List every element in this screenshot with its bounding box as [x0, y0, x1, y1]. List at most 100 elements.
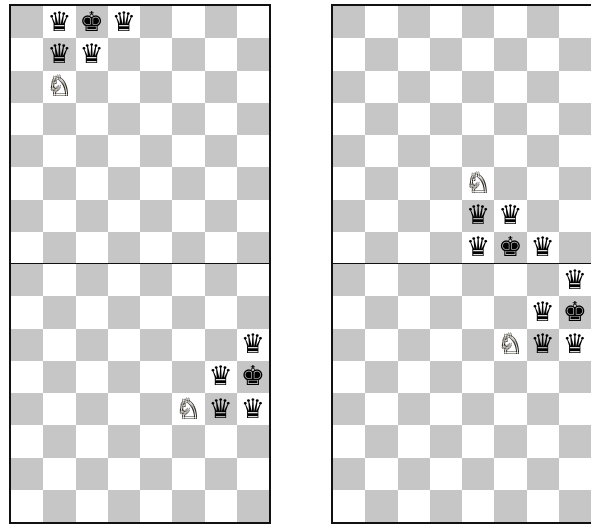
- board-square[interactable]: [11, 200, 43, 232]
- black-queen-icon[interactable]: ♛: [531, 299, 555, 326]
- board-square[interactable]: [462, 490, 494, 522]
- board-square[interactable]: [333, 232, 365, 264]
- board-square[interactable]: ♛: [237, 393, 269, 425]
- board-square[interactable]: [140, 296, 172, 328]
- board-square[interactable]: [365, 6, 397, 38]
- board-square[interactable]: [365, 329, 397, 361]
- board-square[interactable]: [43, 103, 75, 135]
- board-square[interactable]: [333, 425, 365, 457]
- board-square[interactable]: ♘: [494, 329, 526, 361]
- board-square[interactable]: [172, 200, 204, 232]
- board-square[interactable]: [430, 232, 462, 264]
- board-square[interactable]: [494, 296, 526, 328]
- board-square[interactable]: [43, 264, 75, 296]
- board-square[interactable]: [76, 296, 108, 328]
- board-square[interactable]: [333, 135, 365, 167]
- black-queen-icon[interactable]: ♛: [241, 331, 265, 358]
- board-square[interactable]: [559, 38, 591, 70]
- board-square[interactable]: [11, 296, 43, 328]
- board-square[interactable]: [237, 296, 269, 328]
- board-square[interactable]: [43, 167, 75, 199]
- board-square[interactable]: ♛: [76, 38, 108, 70]
- board-square[interactable]: [398, 200, 430, 232]
- board-square[interactable]: [527, 71, 559, 103]
- board-square[interactable]: [398, 329, 430, 361]
- board-square[interactable]: [333, 393, 365, 425]
- board-square[interactable]: [527, 425, 559, 457]
- board-square[interactable]: [108, 425, 140, 457]
- board-square[interactable]: [11, 6, 43, 38]
- board-square[interactable]: [108, 135, 140, 167]
- board-square[interactable]: [76, 393, 108, 425]
- board-square[interactable]: [430, 296, 462, 328]
- board-square[interactable]: [140, 393, 172, 425]
- board-square[interactable]: ♛: [494, 200, 526, 232]
- board-square[interactable]: [108, 458, 140, 490]
- board-square[interactable]: [43, 425, 75, 457]
- black-queen-icon[interactable]: ♛: [209, 396, 233, 423]
- board-square[interactable]: [462, 361, 494, 393]
- black-queen-icon[interactable]: ♛: [241, 396, 265, 423]
- board-square[interactable]: [527, 38, 559, 70]
- black-queen-icon[interactable]: ♛: [563, 267, 587, 294]
- board-square[interactable]: [398, 458, 430, 490]
- board-square[interactable]: [43, 458, 75, 490]
- board-square[interactable]: [205, 135, 237, 167]
- board-square[interactable]: [365, 393, 397, 425]
- board-square[interactable]: [559, 6, 591, 38]
- board-square[interactable]: ♛: [205, 361, 237, 393]
- board-square[interactable]: [527, 200, 559, 232]
- board-square[interactable]: [430, 71, 462, 103]
- board-square[interactable]: [365, 103, 397, 135]
- white-knight-icon[interactable]: ♘: [498, 331, 522, 358]
- board-square[interactable]: [462, 135, 494, 167]
- board-square[interactable]: [108, 103, 140, 135]
- black-queen-icon[interactable]: ♛: [563, 331, 587, 358]
- black-queen-icon[interactable]: ♛: [47, 9, 71, 36]
- board-square[interactable]: [494, 38, 526, 70]
- board-square[interactable]: [172, 71, 204, 103]
- board-square[interactable]: ♚: [237, 361, 269, 393]
- board-square[interactable]: [76, 264, 108, 296]
- board-square[interactable]: [108, 167, 140, 199]
- board-square[interactable]: [365, 361, 397, 393]
- board-square[interactable]: [365, 264, 397, 296]
- board-square[interactable]: [140, 264, 172, 296]
- board-square[interactable]: [237, 490, 269, 522]
- board-square[interactable]: [333, 167, 365, 199]
- board-square[interactable]: [140, 71, 172, 103]
- board-square[interactable]: [462, 6, 494, 38]
- board-square[interactable]: ♛: [559, 264, 591, 296]
- board-square[interactable]: [172, 135, 204, 167]
- board-square[interactable]: [76, 458, 108, 490]
- board-square[interactable]: [237, 167, 269, 199]
- board-square[interactable]: ♘: [172, 393, 204, 425]
- board-square[interactable]: [76, 361, 108, 393]
- board-square[interactable]: [205, 200, 237, 232]
- board-square[interactable]: [494, 490, 526, 522]
- board-square[interactable]: ♛: [43, 6, 75, 38]
- board-square[interactable]: [365, 232, 397, 264]
- board-square[interactable]: [172, 264, 204, 296]
- board-square[interactable]: [205, 232, 237, 264]
- board-square[interactable]: [333, 200, 365, 232]
- board-square[interactable]: [398, 296, 430, 328]
- board-square[interactable]: ♛: [43, 38, 75, 70]
- board-square[interactable]: [365, 296, 397, 328]
- board-square[interactable]: [76, 71, 108, 103]
- board-square[interactable]: [237, 200, 269, 232]
- board-square[interactable]: [237, 232, 269, 264]
- board-square[interactable]: [76, 425, 108, 457]
- board-square[interactable]: [494, 458, 526, 490]
- black-king-icon[interactable]: ♚: [498, 234, 522, 261]
- board-square[interactable]: [494, 6, 526, 38]
- board-square[interactable]: [398, 103, 430, 135]
- board-square[interactable]: [430, 329, 462, 361]
- board-square[interactable]: ♛: [559, 329, 591, 361]
- board-square[interactable]: [237, 38, 269, 70]
- board-square[interactable]: [205, 329, 237, 361]
- board-square[interactable]: [108, 232, 140, 264]
- board-square[interactable]: [559, 393, 591, 425]
- board-square[interactable]: [365, 490, 397, 522]
- board-square[interactable]: [140, 361, 172, 393]
